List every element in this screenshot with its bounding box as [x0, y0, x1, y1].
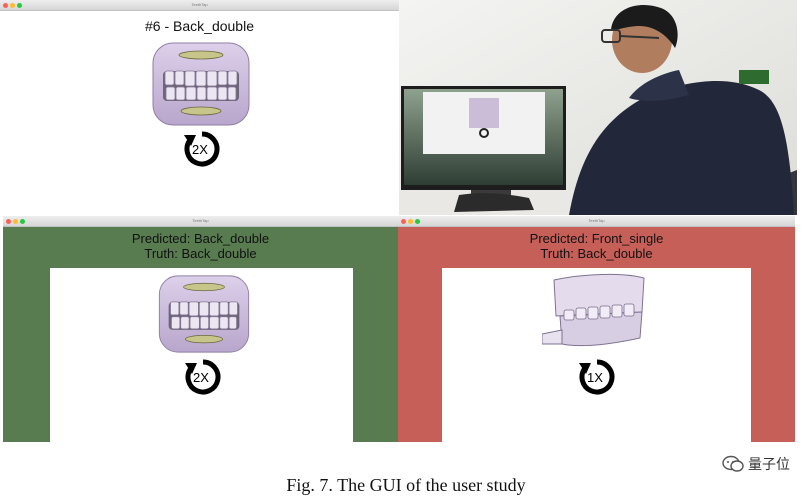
rotate-icon	[184, 131, 220, 167]
rotation-count-badge: 2X	[193, 370, 209, 385]
maximize-button[interactable]	[415, 218, 420, 224]
truth-label: Truth: Back_double	[540, 246, 653, 261]
window-title: TeethTap	[588, 218, 605, 223]
figure-caption: Fig. 7. The GUI of the user study	[286, 475, 526, 495]
window-title: TeethTap	[191, 2, 208, 7]
watermark: 量子位	[722, 454, 790, 474]
close-button[interactable]	[3, 2, 8, 8]
wechat-icon	[722, 455, 744, 472]
rotate-icon	[185, 359, 221, 395]
bottom-left-window: TeethTap Predicted: Back_double Truth: B…	[3, 216, 398, 442]
teeth-model-icon	[152, 42, 250, 126]
watermark-text: 量子位	[748, 456, 790, 472]
window-titlebar: TeethTap	[0, 0, 399, 11]
minimize-button[interactable]	[408, 218, 413, 224]
close-button[interactable]	[6, 218, 11, 224]
photo-scene	[399, 0, 797, 215]
close-button[interactable]	[401, 218, 406, 224]
rotate-icon	[579, 359, 615, 395]
user-study-photo	[399, 0, 797, 215]
maximize-button[interactable]	[20, 218, 25, 224]
bottom-right-window: TeethTap Predicted: Front_single Truth: …	[398, 216, 795, 442]
predicted-label: Predicted: Front_single	[529, 231, 664, 246]
teeth-model-icon	[158, 275, 250, 353]
window-titlebar: TeethTap	[398, 216, 795, 227]
teeth-model-side-icon	[542, 273, 645, 347]
predicted-label: Predicted: Back_double	[131, 231, 270, 246]
rotation-count-badge: 2X	[192, 142, 208, 157]
window-title: TeethTap	[192, 218, 209, 223]
truth-label: Truth: Back_double	[144, 246, 257, 261]
window-titlebar: TeethTap	[3, 216, 398, 227]
minimize-button[interactable]	[10, 2, 15, 8]
rotation-count-badge: 1X	[587, 370, 603, 385]
top-left-window: TeethTap #6 - Back_double 2X	[0, 0, 399, 212]
minimize-button[interactable]	[13, 218, 18, 224]
gesture-header: #6 - Back_double	[145, 18, 254, 34]
maximize-button[interactable]	[17, 2, 22, 8]
